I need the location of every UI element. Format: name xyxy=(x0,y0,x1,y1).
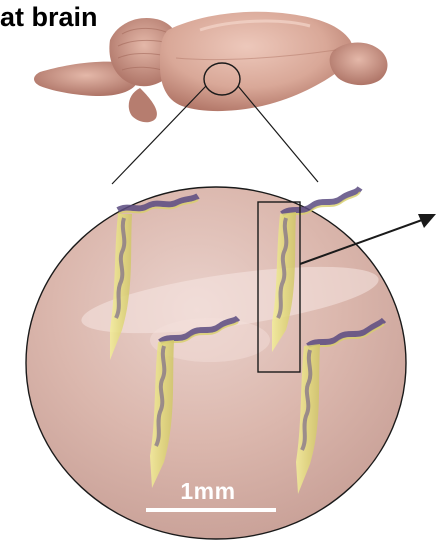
scale-bar-label: 1mm xyxy=(158,480,258,503)
cerebrum xyxy=(160,12,353,111)
probe-2-wires xyxy=(282,188,360,214)
zoom-line-left xyxy=(112,86,206,184)
olfactory-bulb xyxy=(330,43,388,86)
figure-title: at brain xyxy=(0,4,98,31)
brain-underside xyxy=(129,88,157,122)
